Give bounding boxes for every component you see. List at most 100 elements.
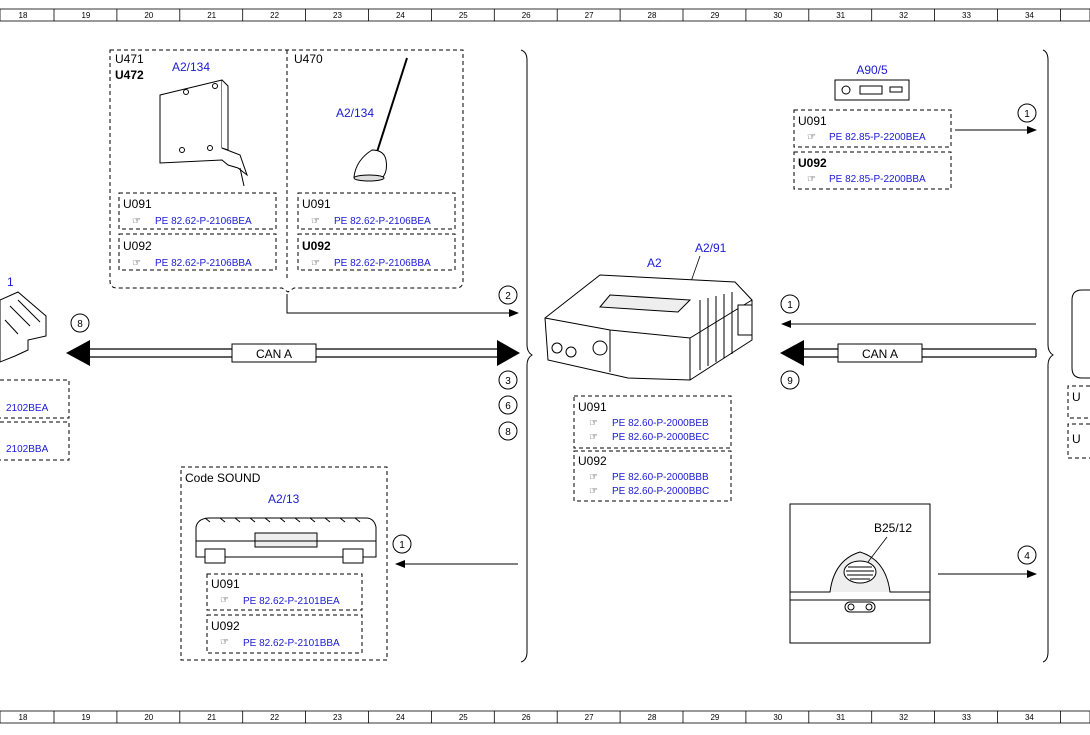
doc-link[interactable]: PE 82.62-P-2106BEA	[334, 216, 431, 227]
rod-antenna-image	[353, 57, 408, 182]
doc-link[interactable]: PE 82.60-P-2000BEB	[612, 418, 709, 429]
ruler-number: 25	[459, 11, 468, 20]
group-title-code-sound: Code SOUND	[185, 471, 261, 485]
ruler-number: 30	[773, 11, 782, 20]
ruler-number: 21	[207, 713, 216, 722]
ruler-number: 27	[585, 11, 594, 20]
doc-link[interactable]: PE 82.60-P-2000BBC	[612, 486, 709, 497]
callout-1: 1	[399, 540, 405, 551]
callout-6: 6	[505, 401, 511, 412]
callout-circles-left	[70, 285, 518, 441]
ruler-number: 27	[585, 713, 594, 722]
ruler-number: 34	[1025, 11, 1034, 20]
ruler-number: 28	[648, 11, 657, 20]
variant-label: U092	[578, 454, 607, 468]
antenna-amplifier-group: U471 U472 A2/134 U091 ☞ PE 82.62-P-2106B…	[109, 49, 464, 293]
can-a-bus-left: CAN A	[66, 340, 520, 366]
variant-label: U092	[123, 239, 152, 253]
signal-line-antenna-to-head-unit	[286, 294, 519, 317]
doc-icon: ☞	[132, 258, 141, 269]
ruler-number: 31	[836, 11, 845, 20]
head-unit-group: A2 A2/91 U091 ☞ PE 82.60-P-2000BEB ☞ PE …	[544, 241, 753, 502]
doc-icon: ☞	[220, 637, 229, 648]
ruler-number: 29	[710, 713, 719, 722]
aux-input-panel-image	[834, 79, 910, 101]
doc-link[interactable]: PE 82.60-P-2000BEC	[612, 432, 709, 443]
doc-icon: ☞	[311, 216, 320, 227]
variant-label: U091	[302, 197, 331, 211]
ruler-number: 23	[333, 11, 342, 20]
ruler-number: 32	[899, 11, 908, 20]
doc-icon: ☞	[589, 472, 598, 483]
speaker-image	[789, 503, 931, 644]
ruler-number: 21	[207, 11, 216, 20]
can-a-bus-right: CAN A	[780, 340, 1037, 366]
doc-icon: ☞	[807, 174, 816, 185]
variant-label: U092	[798, 156, 827, 170]
ruler-number: 26	[522, 11, 531, 20]
doc-link[interactable]: PE 82.62-P-2101BBA	[243, 638, 340, 649]
ruler-number: 23	[333, 713, 342, 722]
ruler-number: 22	[270, 11, 279, 20]
callout-2: 2	[505, 291, 511, 302]
doc-link[interactable]: PE 82.62-P-2106BBA	[334, 258, 431, 269]
ruler-number: 31	[836, 713, 845, 722]
left-partial-group: 1 2102BEA 2102BBA	[0, 275, 70, 461]
module-code-u470: U470	[294, 52, 323, 66]
variant-label: U092	[211, 619, 240, 633]
variant-label: U092	[302, 239, 331, 253]
doc-link[interactable]: PE 82.85-P-2200BBA	[829, 174, 926, 185]
ruler-number: 32	[899, 713, 908, 722]
doc-icon: ☞	[807, 132, 816, 143]
bus-label-can-a-right: CAN A	[862, 347, 898, 361]
ruler-number: 20	[144, 11, 153, 20]
component-label-a2-134-antenna: A2/134	[336, 106, 374, 120]
doc-link[interactable]: PE 82.60-P-2000BBB	[612, 472, 709, 483]
aux-panel-group: A90/5 U091 ☞ PE 82.85-P-2200BEA U092 ☞ P…	[793, 63, 952, 190]
doc-icon: ☞	[220, 595, 229, 606]
doc-link[interactable]: PE 82.62-P-2106BBA	[155, 258, 252, 269]
callout-circle	[1017, 545, 1037, 565]
component-label-a2-91: A2/91	[695, 241, 727, 255]
callout-8: 8	[505, 427, 511, 438]
variant-label: U091	[211, 577, 240, 591]
right-partial-group: U U	[1067, 289, 1090, 459]
doc-link[interactable]: PE 82.62-P-2106BEA	[155, 216, 252, 227]
callout-8: 8	[77, 319, 83, 330]
doc-icon: ☞	[589, 486, 598, 497]
doc-icon: ☞	[311, 258, 320, 269]
component-label-a2: A2	[647, 256, 662, 270]
ruler-number: 33	[962, 713, 971, 722]
callout-circle	[1017, 103, 1037, 123]
ruler-number: 18	[19, 11, 28, 20]
ruler-number: 30	[773, 713, 782, 722]
ruler-number: 20	[144, 713, 153, 722]
right-partial-label: U	[1072, 432, 1081, 446]
speaker-group: B25/12	[789, 503, 931, 644]
doc-link[interactable]: 2102BBA	[6, 444, 49, 455]
doc-link[interactable]: PE 82.62-P-2101BEA	[243, 596, 340, 607]
antenna-group: U470 A2/134 U091 ☞ PE 82.62-P-2106BEA U0…	[294, 52, 456, 271]
radio-head-unit-image	[544, 274, 753, 381]
doc-link[interactable]: PE 82.85-P-2200BEA	[829, 132, 926, 143]
brace-left	[520, 49, 533, 663]
ruler-number: 26	[522, 713, 531, 722]
callout-circle	[392, 534, 412, 554]
ruler-number: 18	[19, 713, 28, 722]
component-label-b25-12: B25/12	[874, 521, 912, 535]
ruler-number: 24	[396, 11, 405, 20]
variant-label: U091	[578, 400, 607, 414]
left-module-image	[0, 291, 47, 363]
doc-link[interactable]: 2102BEA	[6, 403, 49, 414]
brace-right	[1042, 49, 1054, 663]
bus-label-can-a-left: CAN A	[256, 347, 292, 361]
callout-3: 3	[505, 376, 511, 387]
variant-label: U091	[123, 197, 152, 211]
doc-icon: ☞	[589, 418, 598, 429]
ruler-number: 24	[396, 713, 405, 722]
component-label-a2-13: A2/13	[268, 492, 300, 506]
module-code-u472: U472	[115, 68, 144, 82]
